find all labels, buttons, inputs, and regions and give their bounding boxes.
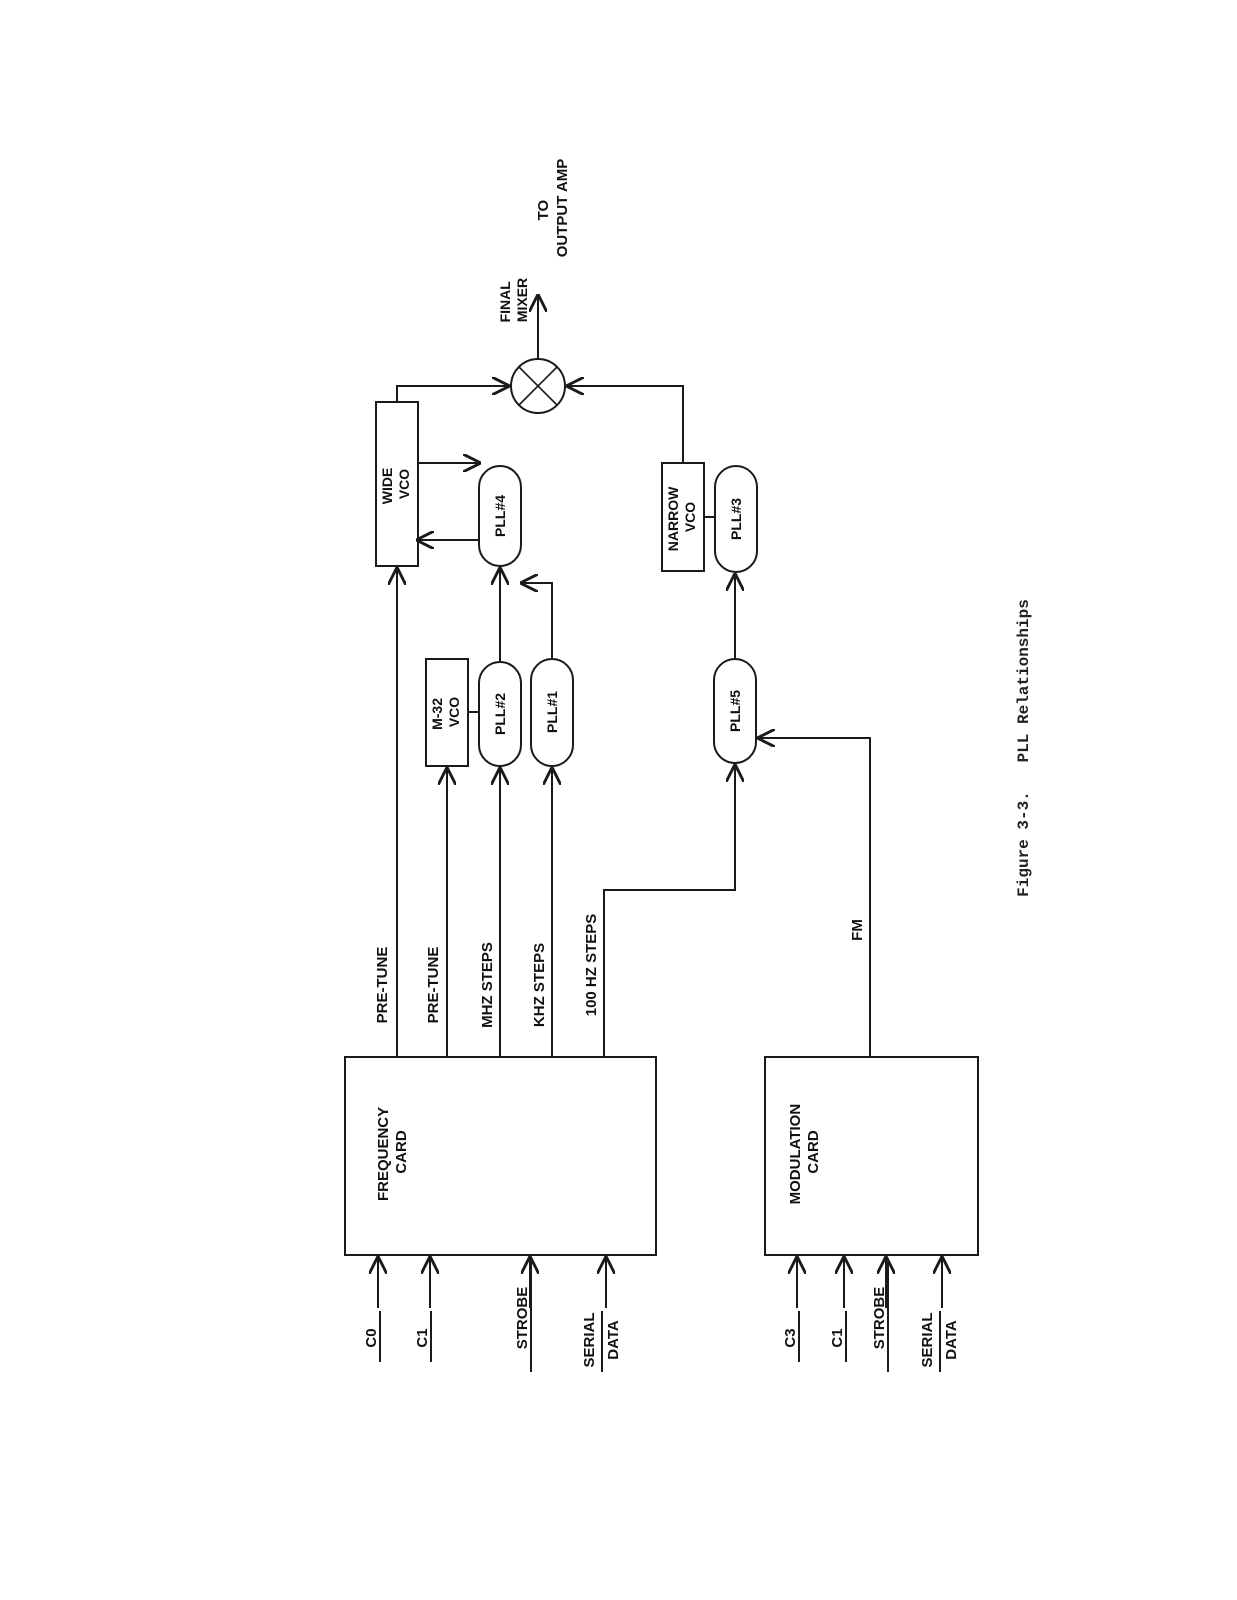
khz-steps-label: KHZ STEPS	[531, 943, 548, 1027]
modulation-card-box	[764, 1056, 979, 1256]
mod-input-strobe-label: STROBE	[871, 1287, 888, 1350]
pll2-label: PLL#2	[492, 693, 508, 735]
pll4-pill	[478, 465, 522, 567]
wide-vco-to-mixer	[396, 386, 508, 402]
mod-input-c3-label: C3	[782, 1328, 799, 1347]
modulation-card-label: MODULATION CARD	[787, 1100, 822, 1205]
narrow-vco-label: NARROW VCO	[665, 483, 698, 551]
hz100-steps-line	[603, 766, 735, 1057]
pll5-label: PLL#5	[727, 690, 743, 732]
figure-caption: Figure 3-3. PLL Relationships	[1015, 599, 1033, 897]
input-serial-label: SERIAL	[581, 1312, 598, 1367]
pretune1-label: PRE-TUNE	[374, 947, 391, 1024]
mod-input-serial-label: SERIAL	[919, 1312, 936, 1367]
pll1-to-pll4	[522, 583, 553, 659]
wide-vco-label: WIDE VCO	[379, 464, 412, 504]
frequency-card-box	[344, 1056, 657, 1256]
pll1-label: PLL#1	[544, 691, 560, 733]
wide-vco-box	[375, 401, 419, 567]
input-strobe-label: STROBE	[514, 1287, 531, 1350]
input-c0-label: C0	[363, 1328, 380, 1347]
mhz-steps-label: MHZ STEPS	[479, 942, 496, 1028]
mod-input-c1-label: C1	[829, 1328, 846, 1347]
pretune2-label: PRE-TUNE	[425, 947, 442, 1024]
frequency-card-label: FREQUENCY CARD	[375, 1103, 410, 1201]
input-data-label: DATA	[605, 1320, 622, 1360]
hz100-steps-label: 100 HZ STEPS	[583, 914, 600, 1017]
final-mixer-label: FINAL MIXER	[497, 278, 530, 323]
fm-label: FM	[849, 919, 866, 941]
pll4-label: PLL#4	[492, 495, 508, 537]
input-c1-label: C1	[414, 1328, 431, 1347]
narrow-vco-box	[661, 462, 705, 572]
output-label: TO OUTPUT AMP	[535, 159, 571, 258]
mod-input-data-label: DATA	[943, 1320, 960, 1360]
narrow-vco-to-mixer	[568, 386, 684, 463]
pll3-label: PLL#3	[728, 498, 744, 540]
m32-vco-label: M-32 VCO	[429, 694, 462, 730]
fm-line	[759, 738, 871, 1057]
pll3-pill	[714, 465, 758, 573]
